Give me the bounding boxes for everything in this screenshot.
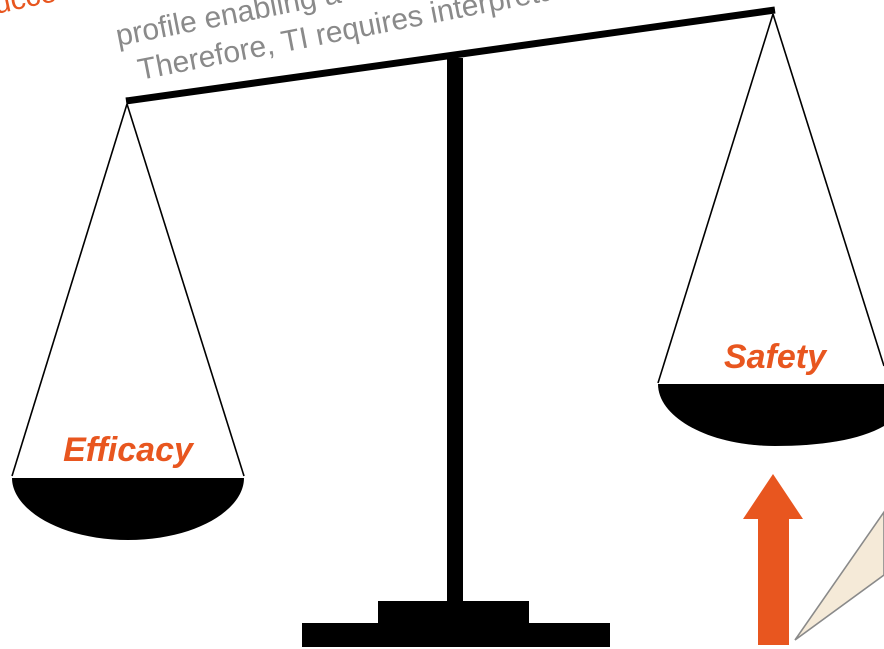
speech-callout bbox=[794, 510, 884, 641]
scale-post bbox=[447, 58, 463, 606]
left-pan-string-left bbox=[11, 103, 128, 477]
efficacy-label: Efficacy bbox=[63, 431, 195, 469]
left-pan: Efficacy bbox=[11, 103, 245, 540]
right-pan-bowl bbox=[658, 384, 884, 446]
left-pan-string-right bbox=[126, 103, 245, 477]
left-pan-bowl bbox=[12, 478, 244, 540]
scale-base-top bbox=[378, 601, 529, 627]
right-pan-string-left bbox=[657, 13, 774, 384]
safety-label: Safety bbox=[724, 338, 828, 376]
up-arrow-icon bbox=[743, 474, 803, 645]
scale-base-bottom bbox=[302, 623, 610, 647]
caption-orange-fragment: uccess bbox=[0, 0, 89, 21]
scale-beam bbox=[125, 6, 776, 105]
right-pan-string-right bbox=[772, 13, 884, 367]
right-pan: Safety bbox=[657, 13, 884, 446]
